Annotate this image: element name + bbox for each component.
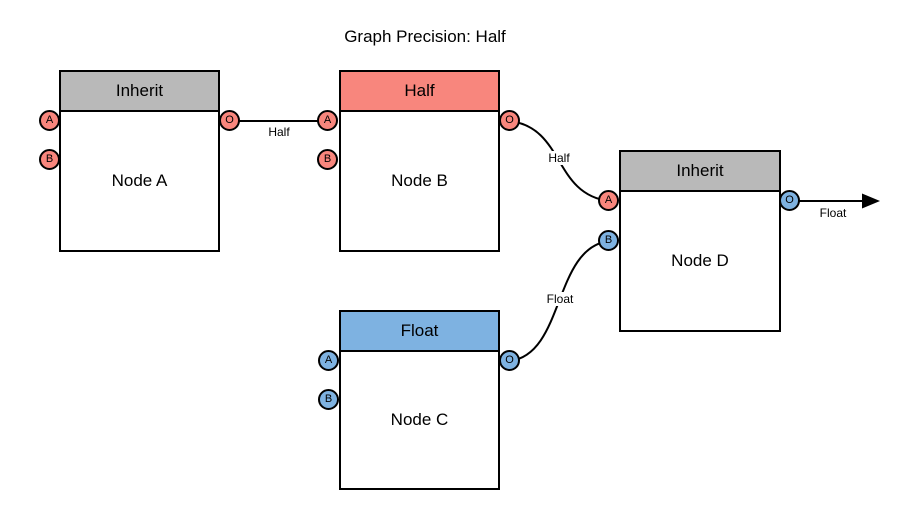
node-a-body: Node A <box>61 112 218 250</box>
node-c-title: Node C <box>390 410 449 429</box>
node-a-output-port: O <box>219 110 240 131</box>
edge-label-b-to-d: Half <box>545 151 573 165</box>
node-b-output-port: O <box>499 110 520 131</box>
node-b-body: Node B <box>341 112 498 250</box>
node-d-title: Node D <box>671 251 729 270</box>
node-a-input-port-a: A <box>39 110 60 131</box>
node-b-input-port-a: A <box>317 110 338 131</box>
output-arrowhead-icon <box>862 193 880 209</box>
node-d-input-port-b: B <box>598 230 619 251</box>
node-c-input-port-a: A <box>318 350 339 371</box>
node-c-header: Float <box>341 312 498 352</box>
edge-label-d-output: Float <box>816 206 850 220</box>
node-c: Float Node C <box>339 310 500 490</box>
edge-label-a-to-b: Half <box>265 125 293 139</box>
diagram-title: Graph Precision: Half <box>344 27 506 46</box>
node-b-title: Node B <box>391 171 448 190</box>
node-d: Inherit Node D <box>619 150 781 332</box>
node-d-body: Node D <box>621 192 779 330</box>
node-c-precision-label: Float <box>400 321 439 340</box>
node-b: Half Node B <box>339 70 500 252</box>
node-a-precision-label: Inherit <box>115 81 164 100</box>
node-d-input-port-a: A <box>598 190 619 211</box>
edge-label-c-to-d: Float <box>543 292 577 306</box>
node-a-title: Node A <box>111 171 168 190</box>
node-c-body: Node C <box>341 352 498 488</box>
node-c-input-port-b: B <box>318 389 339 410</box>
node-a-input-port-b: B <box>39 149 60 170</box>
node-c-output-port: O <box>499 350 520 371</box>
node-d-output-port: O <box>779 190 800 211</box>
node-a: Inherit Node A <box>59 70 220 252</box>
node-d-header: Inherit <box>621 152 779 192</box>
node-d-precision-label: Inherit <box>676 161 724 180</box>
node-b-input-port-b: B <box>317 149 338 170</box>
node-b-precision-label: Half <box>404 81 435 100</box>
node-b-header: Half <box>341 72 498 112</box>
node-a-header: Inherit <box>61 72 218 112</box>
